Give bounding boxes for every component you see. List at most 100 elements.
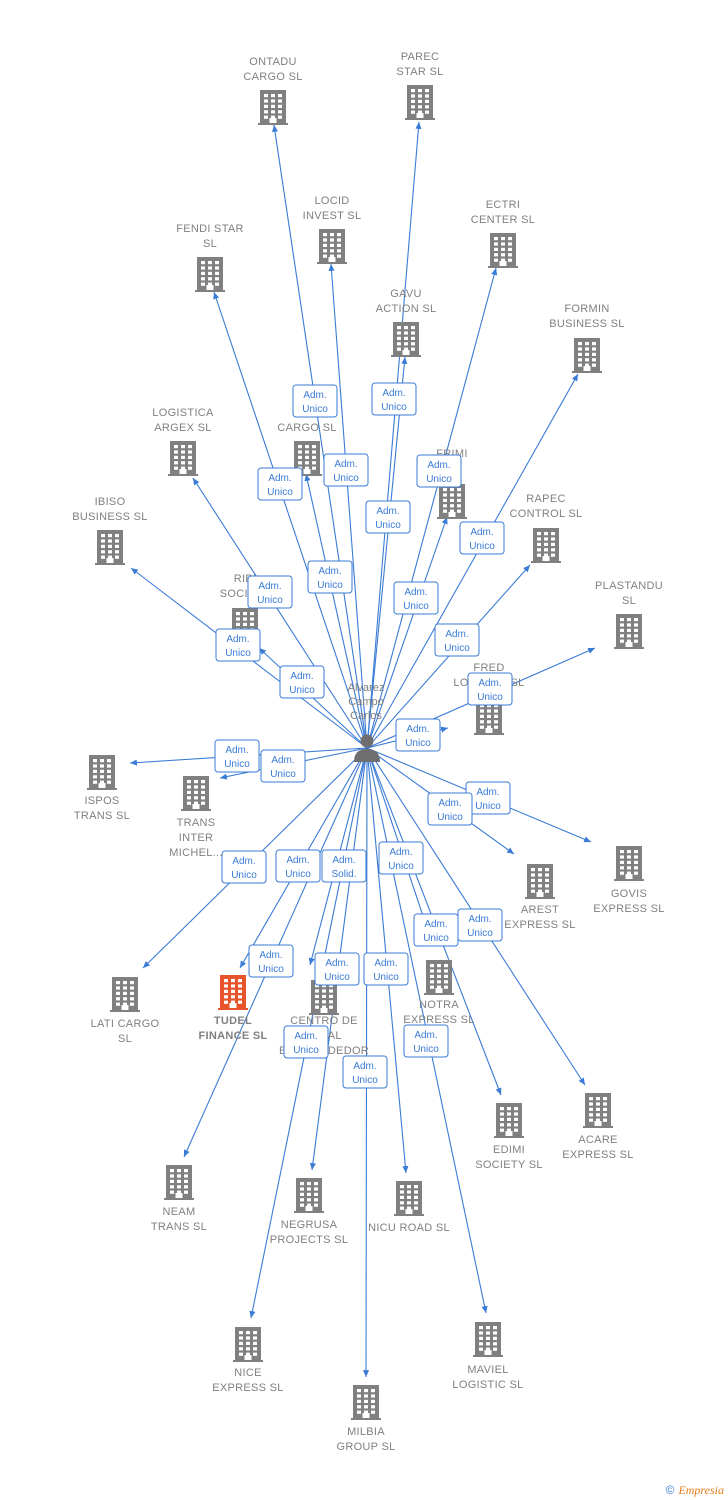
role-badge-tudel[interactable]: Adm.Unico [275, 849, 321, 883]
person-name-line-3: Carlos [350, 710, 382, 722]
role-badge-locid[interactable]: Adm. Unico [323, 453, 369, 487]
role-badge-ectri[interactable]: Adm.Unico [416, 454, 462, 488]
role-badge-mcargo[interactable]: Adm.Unico [307, 560, 353, 594]
role-badge-nice[interactable]: Adm.Unico [283, 1025, 329, 1059]
building-icon [572, 338, 602, 373]
role-badge-milbia[interactable]: Adm.Unico [342, 1055, 388, 1089]
role-badge-transinter[interactable]: Adm.Unico [260, 749, 306, 783]
role-badge-acare[interactable]: Adm.Unico [457, 908, 503, 942]
company-node-laticargo[interactable]: LATI CARGO SL [91, 977, 160, 1045]
person-name-line-1: Alvarez [348, 682, 385, 694]
role-badge-nicuroad[interactable]: Adm.Unico [363, 952, 409, 986]
role-badge-text: Unico [317, 580, 343, 591]
copyright-symbol: © [665, 1483, 675, 1497]
role-badge-text: Unico [333, 473, 359, 484]
company-label-rapec: CONTROL SL [510, 508, 583, 520]
role-badge-frimi[interactable]: Adm.Unico [393, 581, 439, 615]
role-badge-text: Adm. [286, 855, 309, 866]
role-badge-text: Adm. [268, 473, 291, 484]
role-badge-text: Adm. [406, 724, 429, 735]
company-label-acare: ACARE [578, 1134, 617, 1146]
role-badge-notra[interactable]: Adm.Unico [378, 841, 424, 875]
role-badge-formin[interactable]: Adm.Unico [459, 521, 505, 555]
company-node-nicuroad[interactable]: NICU ROAD SL [368, 1181, 450, 1234]
role-badge-text: Unico [270, 769, 296, 780]
role-badge-arest[interactable]: Adm.Unico [427, 792, 473, 826]
building-icon [181, 776, 211, 811]
center-person[interactable]: Alvarez Campo Carlos [348, 682, 385, 762]
role-badge-ispos[interactable]: Adm.Unico [214, 739, 260, 773]
role-badge-edimi[interactable]: Adm.Unico [413, 913, 459, 947]
company-label-milbia: MILBIA [347, 1426, 385, 1438]
company-label-laticargo: LATI CARGO [91, 1018, 160, 1030]
building-icon [168, 441, 198, 476]
company-label-nice: NICE [234, 1367, 261, 1379]
company-label-arest: AREST [521, 904, 559, 916]
company-label-parec: STAR SL [396, 66, 443, 78]
role-badge-text: Unico [477, 692, 503, 703]
footer-brand[interactable]: ©Empresia [666, 1483, 724, 1498]
role-badge-gavu[interactable]: Adm.Unico [365, 500, 411, 534]
role-badge-laticargo[interactable]: Adm.Unico [221, 850, 267, 884]
role-badge-text: Unico [444, 643, 470, 654]
company-label-ibiso: BUSINESS SL [72, 511, 147, 523]
role-badge-ontadu[interactable]: Adm.Unico [292, 384, 338, 418]
role-badge-maviel[interactable]: Adm.Unico [403, 1024, 449, 1058]
role-badge-rapec[interactable]: Adm.Unico [434, 623, 480, 657]
building-icon [233, 1327, 263, 1362]
role-badge-text: Adm. [382, 388, 405, 399]
role-badge-text: Unico [373, 972, 399, 983]
role-badge-neam[interactable]: Adm.Unico [248, 944, 294, 978]
company-node-acare[interactable]: ACARE EXPRESS SL [562, 1093, 633, 1161]
role-badge-text: Adm. [468, 914, 491, 925]
role-badge-text: Adm. [334, 459, 357, 470]
edge-parec [366, 121, 422, 749]
role-badge-govis[interactable]: Adm.Unico [465, 781, 511, 815]
company-label-acare: EXPRESS SL [562, 1149, 633, 1161]
role-badge-fendi[interactable]: Adm.Unico [257, 467, 303, 501]
role-badge-parec[interactable]: Adm.Unico [371, 382, 417, 416]
edge-gavu [366, 356, 408, 749]
role-badge-text: Adm. [325, 958, 348, 969]
role-badge-ribi[interactable]: Adm.Unico [279, 665, 325, 699]
role-badge-fred[interactable]: Adm.Unico [395, 718, 441, 752]
role-badge-logistica[interactable]: Adm.Unico [247, 575, 293, 609]
edge-fendi [213, 291, 368, 749]
building-icon [351, 1385, 381, 1420]
role-badge-plastandu[interactable]: Adm.Unico [467, 672, 513, 706]
company-node-transinter[interactable]: TRANSINTERMICHEL... [169, 776, 222, 859]
role-badge-centro[interactable]: Adm.Solid. [321, 849, 367, 883]
building-icon [164, 1165, 194, 1200]
role-badge-text: Adm. [424, 919, 447, 930]
role-badge-text: Adm. [404, 587, 427, 598]
company-label-laticargo: SL [118, 1033, 132, 1045]
company-node-frimi[interactable]: FRIMISL [436, 448, 467, 519]
edge-frimi [366, 516, 448, 749]
company-label-edimi: SOCIETY SL [475, 1159, 543, 1171]
role-badge-ibiso[interactable]: Adm.Unico [215, 628, 261, 662]
building-icon [525, 864, 555, 899]
role-badge-negrusa[interactable]: Adm.Unico [314, 952, 360, 986]
